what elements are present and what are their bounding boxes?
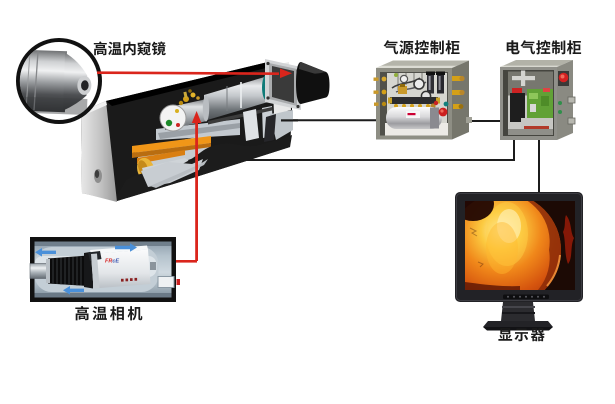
svg-text:FRcE: FRcE [105, 259, 119, 265]
